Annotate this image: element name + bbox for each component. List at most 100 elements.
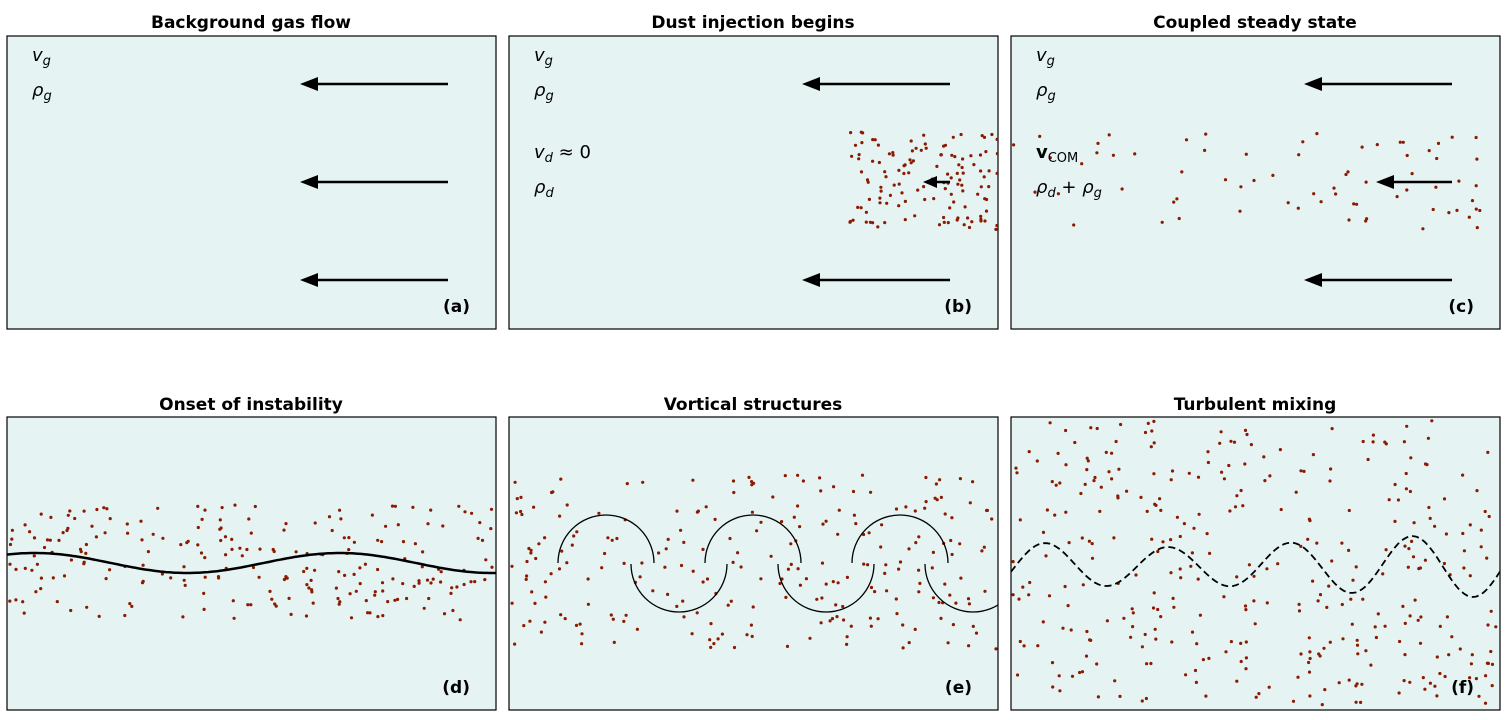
dust-particle — [1408, 614, 1412, 618]
dust-particle — [885, 201, 889, 205]
dust-particle — [202, 607, 206, 612]
dust-particle — [1241, 504, 1245, 508]
dust-particle — [1153, 627, 1157, 631]
dust-particle — [1080, 536, 1084, 540]
dust-particle — [90, 524, 94, 528]
dust-particle — [638, 575, 642, 579]
dust-particle — [852, 513, 857, 517]
dust-particle — [907, 547, 911, 551]
dust-particle — [363, 562, 367, 566]
dust-particle — [510, 601, 514, 605]
dust-particle — [916, 188, 920, 192]
dust-particle — [490, 565, 494, 569]
dust-particle — [1152, 472, 1156, 476]
dust-particle — [979, 214, 983, 218]
dust-particle — [559, 613, 563, 617]
dust-particle — [73, 516, 77, 521]
dust-particle — [1374, 635, 1378, 640]
dust-particle — [1069, 628, 1073, 632]
dust-particle — [622, 561, 626, 566]
dust-particle — [909, 139, 913, 143]
dust-particle — [1220, 470, 1224, 474]
dust-particle — [68, 509, 72, 513]
panel-d-label: (d) — [442, 678, 470, 698]
dust-particle — [871, 221, 875, 225]
dust-particle — [420, 565, 424, 569]
dust-particle — [62, 574, 67, 578]
dust-particle — [985, 508, 990, 512]
dust-particle — [970, 220, 974, 224]
dust-particle — [946, 172, 950, 176]
dust-particle — [441, 524, 445, 528]
dust-particle — [1022, 644, 1026, 648]
dust-particle — [871, 138, 875, 142]
dust-particle — [470, 511, 474, 515]
dust-particle — [338, 508, 342, 512]
dust-particle — [691, 569, 695, 573]
dust-particle — [1086, 459, 1090, 463]
dust-particle — [690, 632, 694, 636]
dust-particle — [349, 616, 354, 620]
dust-particle — [358, 566, 362, 570]
dust-particle — [1012, 143, 1016, 147]
dust-particle — [728, 536, 732, 541]
dust-particle — [1229, 640, 1233, 644]
dust-particle — [39, 576, 44, 580]
dust-particle — [1485, 661, 1489, 665]
dust-particle — [1116, 496, 1120, 500]
dust-particle — [835, 615, 839, 619]
dust-particle — [528, 619, 532, 623]
dust-particle — [1297, 153, 1301, 157]
dust-particle — [785, 644, 790, 649]
dust-particle — [422, 606, 426, 610]
dust-particle — [1402, 679, 1406, 683]
dust-particle — [1243, 604, 1248, 608]
dust-particle — [104, 577, 108, 581]
dust-particle — [520, 512, 524, 517]
dust-particle — [1461, 473, 1465, 477]
dust-particle — [956, 182, 960, 186]
dust-particle — [1393, 482, 1397, 487]
dust-particle — [1175, 197, 1179, 201]
dust-particle — [1067, 541, 1071, 545]
dust-particle — [257, 575, 261, 579]
dust-particle — [558, 514, 562, 518]
dust-particle — [943, 582, 947, 586]
dust-particle — [901, 646, 905, 650]
dust-particle — [609, 613, 613, 617]
dust-particle — [1096, 695, 1100, 699]
dust-particle — [1171, 596, 1175, 601]
dust-particle — [1398, 639, 1402, 644]
dust-particle — [913, 509, 917, 513]
dust-particle — [967, 644, 971, 648]
panel-d-title: Onset of instability — [159, 395, 343, 415]
dust-particle — [987, 169, 991, 173]
dust-particle — [203, 575, 207, 579]
dust-particle — [1438, 624, 1442, 629]
dust-particle — [427, 596, 431, 601]
dust-particle — [1417, 567, 1421, 571]
dust-particle — [708, 638, 712, 642]
dust-particle — [544, 595, 548, 599]
dust-particle — [701, 580, 705, 584]
gas-arrowhead-bottom — [300, 273, 318, 287]
dust-particle — [1235, 575, 1239, 579]
dust-particle — [876, 225, 880, 229]
dust-particle — [251, 565, 256, 570]
dust-particle — [1252, 574, 1256, 578]
dust-particle — [923, 506, 927, 510]
dust-particle — [1393, 519, 1397, 524]
dust-particle — [1063, 584, 1067, 589]
dust-particle — [1263, 479, 1267, 483]
dust-particle — [922, 185, 926, 189]
dust-particle — [1133, 152, 1137, 156]
dust-particle — [1095, 426, 1099, 431]
dust-particle — [913, 214, 917, 218]
dust-particle — [1190, 551, 1194, 555]
dust-particle — [681, 599, 685, 603]
dust-particle — [1131, 611, 1135, 615]
dust-particle — [1444, 532, 1448, 536]
dust-particle — [1341, 637, 1345, 641]
dust-particle — [240, 554, 244, 558]
dust-particle — [1360, 682, 1364, 686]
